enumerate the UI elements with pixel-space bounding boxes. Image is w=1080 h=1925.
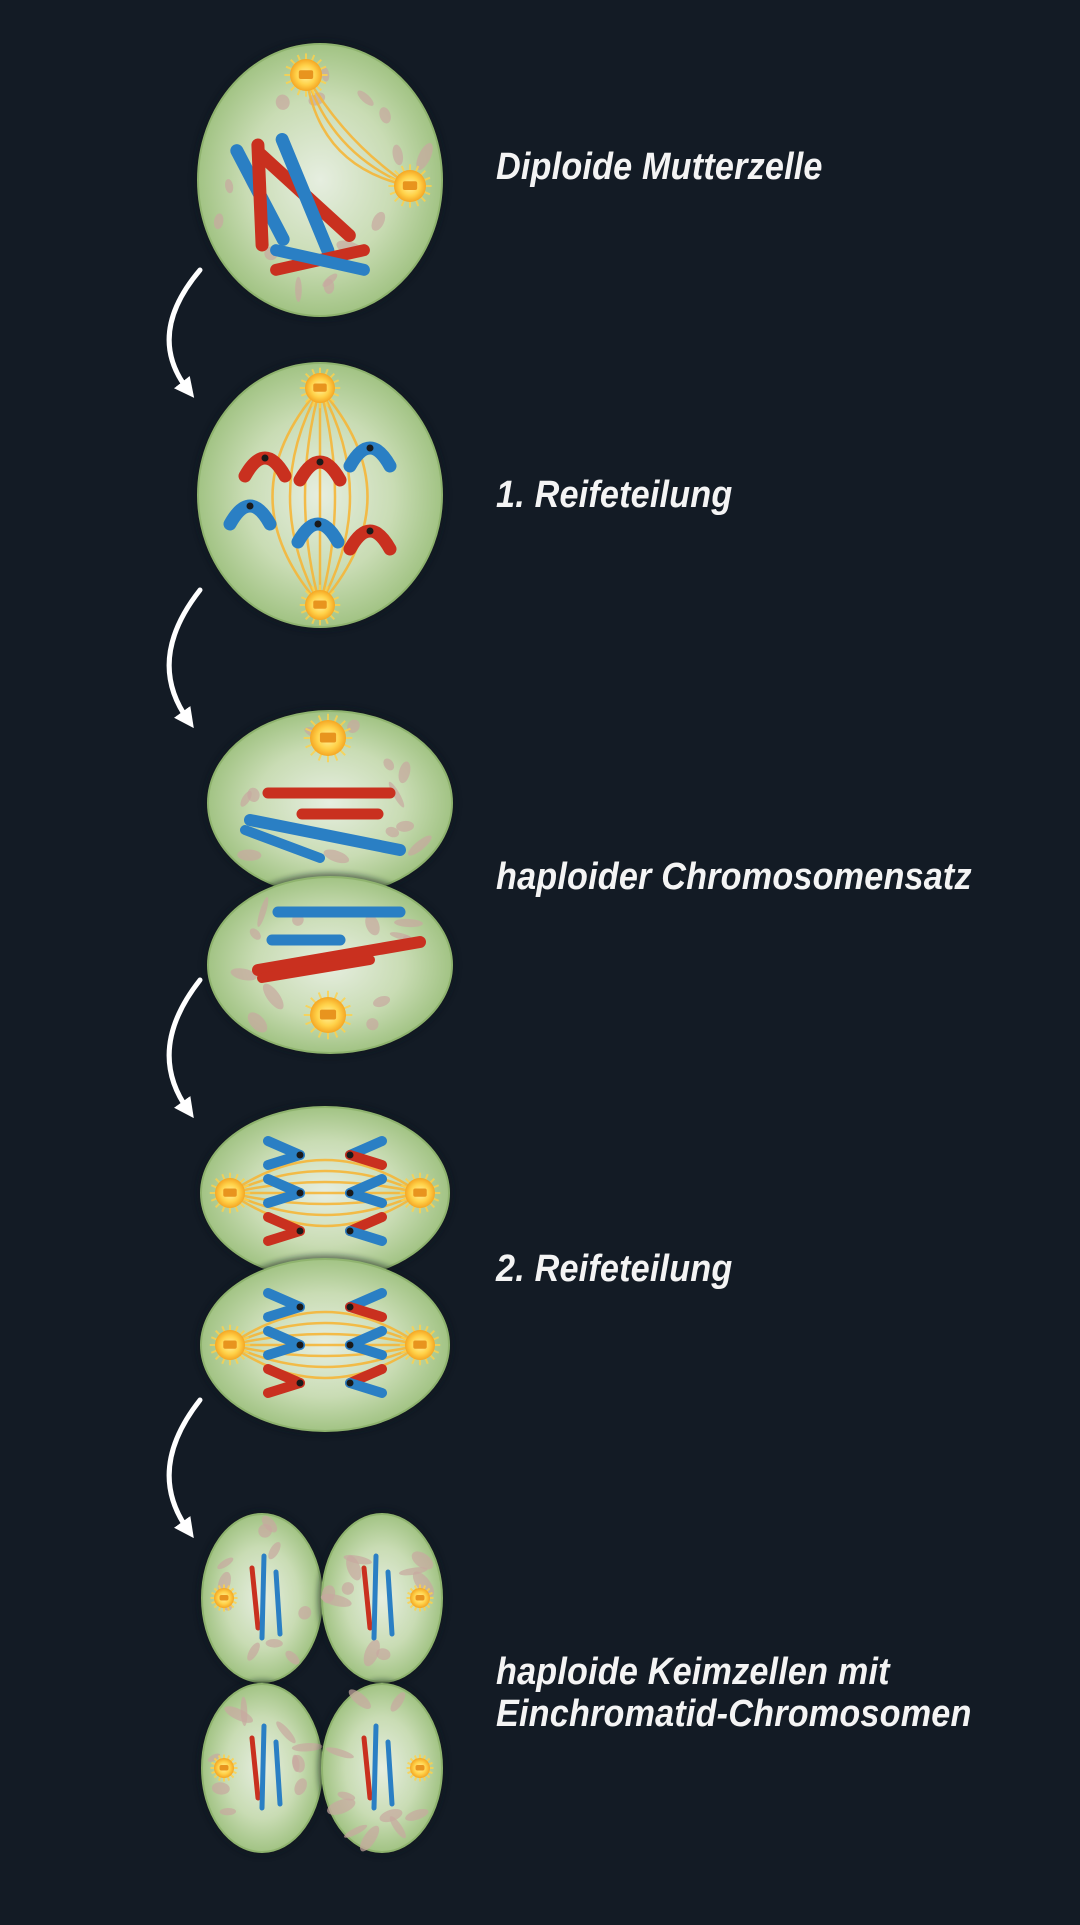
centromere	[297, 1228, 304, 1235]
label-line: haploider Chromosomensatz	[496, 856, 972, 898]
centromere	[297, 1190, 304, 1197]
centromere	[347, 1190, 354, 1197]
label-line: Einchromatid-Chromosomen	[496, 1693, 972, 1735]
centriole	[220, 1765, 229, 1771]
label-line: 2. Reifeteilung	[496, 1248, 732, 1290]
centromere	[317, 459, 324, 466]
centromere	[347, 1228, 354, 1235]
cell-meiosis-1	[194, 359, 446, 631]
centriole	[413, 1189, 427, 1197]
centromere	[367, 445, 374, 452]
centriole	[413, 1341, 427, 1349]
label-haploid-set: haploider Chromosomensatz	[496, 856, 972, 898]
centriole	[220, 1595, 229, 1601]
chromosome-arm	[262, 1556, 264, 1638]
centriole	[299, 70, 313, 79]
centriole	[320, 1010, 336, 1020]
cell-meiosis-2	[197, 1103, 453, 1435]
centriole	[416, 1595, 425, 1601]
cell-mother	[194, 40, 446, 320]
centriole	[403, 181, 417, 190]
label-mother-cell: Diploide Mutterzelle	[496, 146, 823, 188]
centromere	[297, 1304, 304, 1311]
centriole	[313, 384, 327, 392]
centromere	[297, 1380, 304, 1387]
cell-haploid-set	[204, 707, 456, 1057]
centromere	[367, 528, 374, 535]
centromere	[347, 1304, 354, 1311]
cell-germ-cells	[198, 1510, 446, 1856]
centriole	[313, 601, 327, 609]
chromosome-arm	[374, 1726, 376, 1808]
label-germ-cells: haploide Keimzellen mit Einchromatid-Chr…	[496, 1651, 972, 1735]
curved-arrow-down-icon	[169, 270, 200, 390]
curved-arrow-down-icon	[169, 980, 200, 1110]
centromere	[315, 521, 322, 528]
centriole	[416, 1765, 425, 1771]
label-line: haploide Keimzellen mit	[496, 1651, 972, 1693]
chromosome-arm	[374, 1556, 376, 1638]
centromere	[262, 455, 269, 462]
curved-arrow-down-icon	[169, 1400, 200, 1530]
centromere	[297, 1152, 304, 1159]
centromere	[347, 1342, 354, 1349]
label-meiosis-2: 2. Reifeteilung	[496, 1248, 732, 1290]
centriole	[320, 733, 336, 743]
centromere	[297, 1342, 304, 1349]
chromosome-arm	[262, 1726, 264, 1808]
curved-arrow-down-icon	[169, 590, 200, 720]
centriole	[223, 1189, 237, 1197]
centromere	[347, 1152, 354, 1159]
centromere	[247, 503, 254, 510]
centromere	[347, 1380, 354, 1387]
label-line: 1. Reifeteilung	[496, 474, 732, 516]
label-meiosis-1: 1. Reifeteilung	[496, 474, 732, 516]
label-line: Diploide Mutterzelle	[496, 146, 823, 188]
centriole	[223, 1341, 237, 1349]
